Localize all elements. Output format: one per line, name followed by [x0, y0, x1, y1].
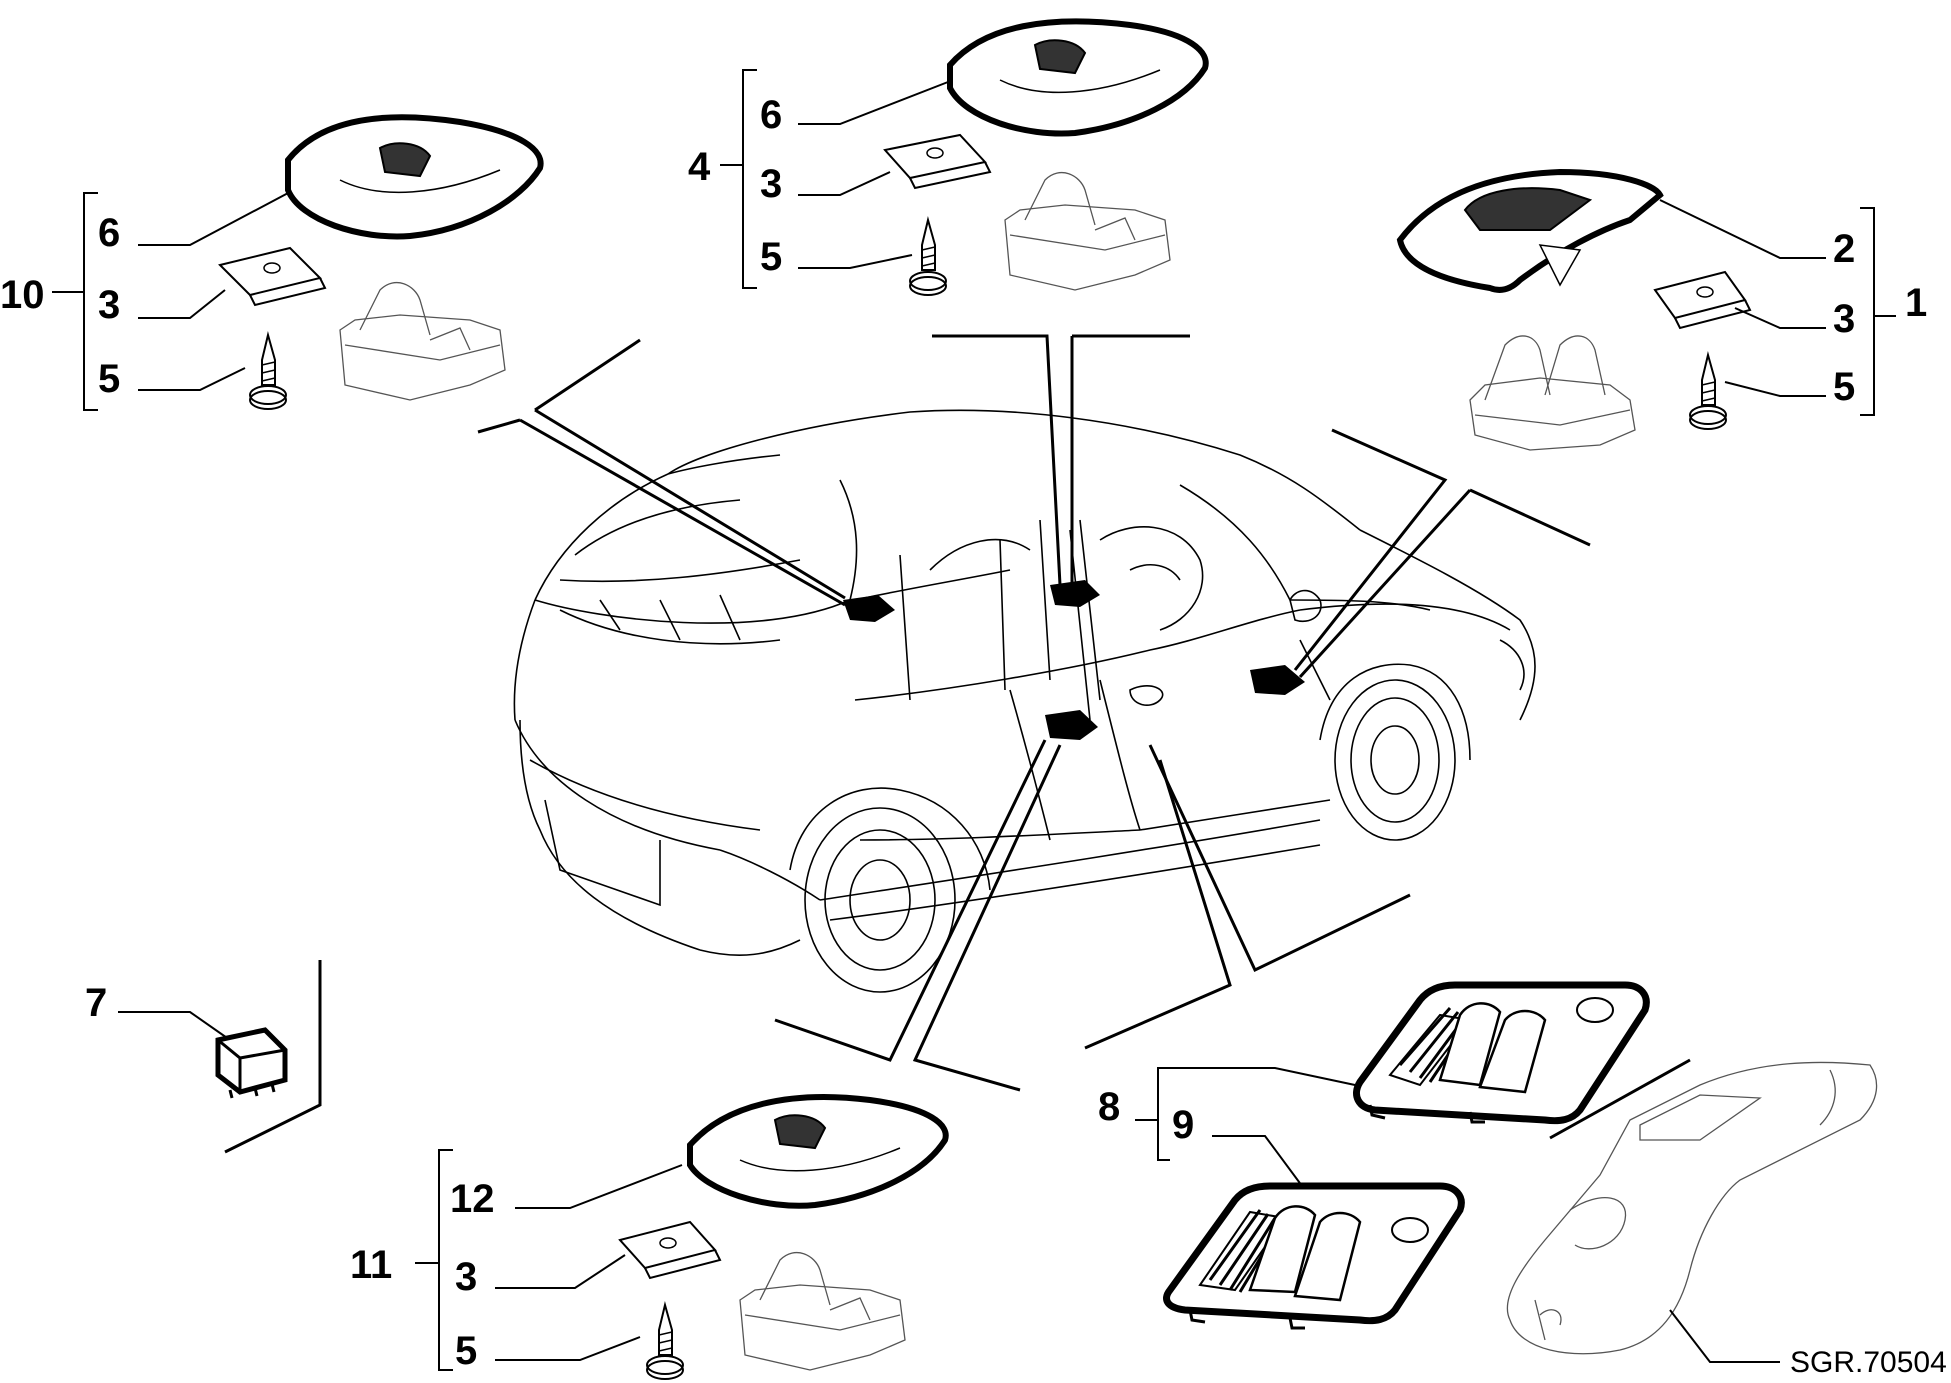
callout-6: 6	[98, 211, 120, 255]
callout-10: 10	[0, 273, 45, 317]
callout-5: 5	[98, 357, 120, 401]
callout-3: 3	[98, 283, 120, 327]
switch-cover-icon	[1396, 168, 1664, 293]
callout-5: 5	[1833, 365, 1855, 409]
drawing-code: SGR.70504	[1790, 1346, 1947, 1379]
callout-5: 5	[455, 1329, 477, 1373]
leader-lines	[224, 334, 1691, 1154]
group-4: 4 6 3 5	[688, 18, 1209, 296]
switch-body-icon	[1004, 171, 1171, 291]
group-1: 1 2 3 5	[1396, 168, 1927, 451]
callout-12: 12	[450, 1177, 495, 1221]
center-roof-switch-marker	[1050, 580, 1100, 607]
window-switch-panel-icon	[1353, 981, 1650, 1125]
rear-door-switch-marker	[1045, 710, 1098, 740]
callout-3: 3	[1833, 297, 1855, 341]
screw-icon	[1689, 351, 1727, 430]
callout-6: 6	[760, 93, 782, 137]
switch-cover-icon	[947, 18, 1209, 137]
screw-icon	[249, 331, 287, 410]
callout-1: 1	[1905, 281, 1927, 325]
callout-3: 3	[455, 1255, 477, 1299]
clip-icon	[883, 133, 992, 190]
front-door-switch-marker	[1250, 665, 1305, 695]
callout-7: 7	[85, 981, 107, 1025]
center-console-icon	[1506, 1061, 1878, 1355]
switch-cover-icon	[285, 114, 544, 240]
callout-5: 5	[760, 235, 782, 279]
screw-icon	[909, 216, 947, 296]
group-11: 11 12 3 5	[350, 1094, 949, 1380]
callout-11: 11	[350, 1243, 392, 1287]
callout-9: 9	[1172, 1103, 1194, 1147]
switch-body-icon	[1469, 335, 1636, 451]
group-8: 8 9	[1098, 981, 1947, 1379]
switch-body-icon	[739, 1251, 906, 1371]
switch-cover-icon	[687, 1094, 949, 1209]
car-illustration	[513, 409, 1536, 993]
group-7: 7	[85, 981, 288, 1099]
callout-4: 4	[688, 145, 711, 189]
group-10: 10 6 3 5	[0, 114, 544, 411]
clip-icon	[218, 246, 327, 307]
rear-roof-switch-marker	[843, 595, 895, 622]
callout-3: 3	[760, 162, 782, 206]
screw-icon	[646, 1301, 684, 1380]
clip-icon	[618, 1220, 722, 1280]
relay-icon	[215, 1027, 288, 1099]
switch-body-icon	[339, 281, 506, 401]
window-switch-panel-icon	[1163, 1182, 1465, 1330]
clip-icon	[1653, 270, 1752, 330]
callout-8: 8	[1098, 1085, 1120, 1129]
callout-2: 2	[1833, 227, 1855, 271]
